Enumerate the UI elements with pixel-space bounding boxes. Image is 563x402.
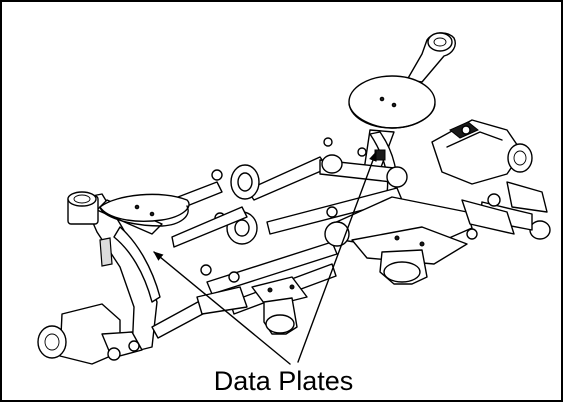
right-housing (431, 119, 551, 240)
data-plates-callout: Data Plates (213, 366, 354, 396)
left-knuckle (37, 191, 190, 365)
lower-links (151, 241, 338, 339)
right-lower-assembly (324, 193, 515, 285)
leader-arrows (153, 151, 377, 365)
right-leader-arrow (297, 151, 377, 363)
left-leader-arrow (153, 251, 291, 365)
upper-right-tower (406, 32, 456, 83)
